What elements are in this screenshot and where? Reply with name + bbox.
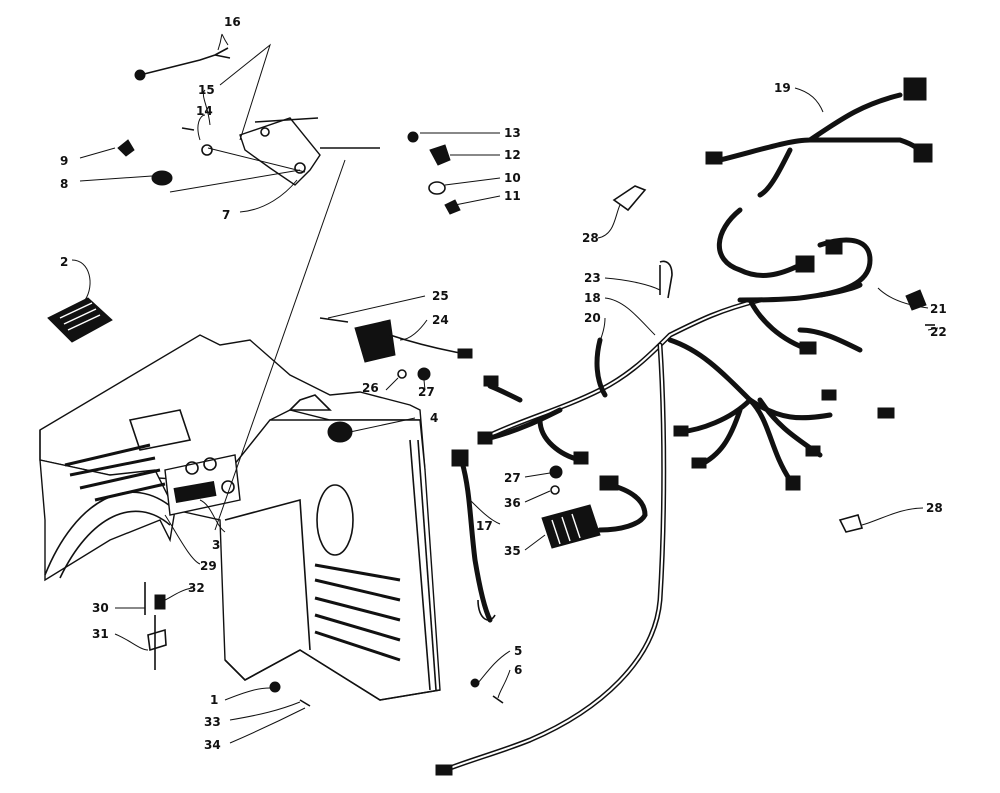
callout-8: 8 <box>60 177 68 191</box>
console-panel <box>39 334 441 701</box>
callout-27-lower: 27 <box>504 471 521 485</box>
switch-bracket-assembly <box>117 47 461 215</box>
callout-17: 17 <box>476 519 493 533</box>
callout-14: 14 <box>196 104 213 118</box>
callout-12: 12 <box>504 148 521 162</box>
callout-4: 4 <box>430 411 438 425</box>
wiring-harness <box>435 77 935 776</box>
callout-32: 32 <box>188 581 205 595</box>
callout-19: 19 <box>774 81 791 95</box>
callout-20: 20 <box>584 311 601 325</box>
callout-33: 33 <box>204 715 221 729</box>
fastener-parts <box>144 582 504 707</box>
regulator-part-35 <box>541 465 601 549</box>
callout-31: 31 <box>92 627 109 641</box>
callout-26: 26 <box>362 381 379 395</box>
callout-34: 34 <box>204 738 221 752</box>
callout-21: 21 <box>930 302 947 316</box>
callout-29: 29 <box>200 559 217 573</box>
callout-25: 25 <box>432 289 449 303</box>
callout-28-lower: 28 <box>926 501 943 515</box>
rectifier-part-24 <box>319 317 473 443</box>
callout-24: 24 <box>432 313 449 327</box>
callout-5: 5 <box>514 644 522 658</box>
callout-10: 10 <box>504 171 521 185</box>
callout-28-upper: 28 <box>582 231 599 245</box>
callout-18: 18 <box>584 291 601 305</box>
callout-30: 30 <box>92 601 109 615</box>
callout-9: 9 <box>60 154 68 168</box>
decal-part-2 <box>47 297 113 343</box>
callout-35: 35 <box>504 544 521 558</box>
callout-16: 16 <box>224 15 241 29</box>
leader-lines <box>71 33 939 744</box>
callout-labels: 16 15 14 9 8 7 13 12 10 11 2 25 24 26 27… <box>60 15 947 752</box>
callout-1: 1 <box>210 693 218 707</box>
callout-15: 15 <box>198 83 215 97</box>
callout-7: 7 <box>222 208 230 222</box>
callout-11: 11 <box>504 189 521 203</box>
callout-36: 36 <box>504 496 521 510</box>
callout-22: 22 <box>930 325 947 339</box>
callout-6: 6 <box>514 663 522 677</box>
callout-2: 2 <box>60 255 68 269</box>
callout-13: 13 <box>504 126 521 140</box>
callout-27-upper: 27 <box>418 385 435 399</box>
callout-23: 23 <box>584 271 601 285</box>
callout-3: 3 <box>212 538 220 552</box>
